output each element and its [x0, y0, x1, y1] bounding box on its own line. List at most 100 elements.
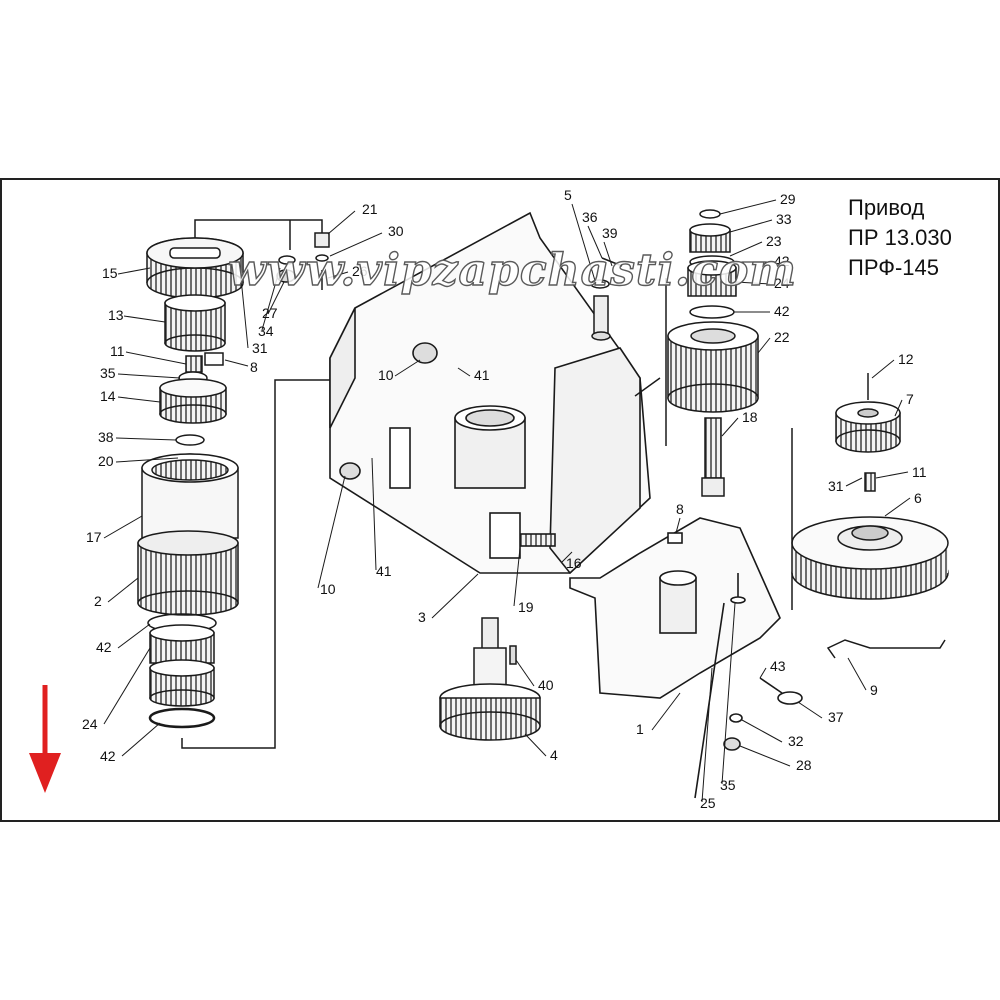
leader-line-l8b — [675, 517, 681, 534]
leader-line-l40 — [515, 659, 535, 687]
leader-line-l26 — [327, 271, 349, 279]
part-number-l8a: 8 — [250, 359, 258, 375]
part-42-ring-d — [689, 305, 735, 319]
part-11-spring — [185, 355, 203, 373]
part-number-l43: 43 — [770, 658, 786, 674]
leader-line-l36 — [587, 225, 603, 259]
part-number-l7: 7 — [906, 391, 914, 407]
part-number-l30: 30 — [388, 223, 404, 239]
part-14-bearing — [159, 378, 227, 424]
part-38-ring — [175, 434, 205, 446]
part-number-l42a: 42 — [96, 639, 112, 655]
part-number-l39: 39 — [602, 225, 618, 241]
leader-line-l18 — [721, 417, 739, 437]
part-number-l35a: 35 — [100, 365, 116, 381]
part-number-l36: 36 — [582, 209, 598, 225]
leader-line-l30 — [329, 232, 383, 257]
red-down-arrow — [29, 685, 61, 793]
lower-bracket-group — [569, 517, 803, 799]
part-number-l21: 21 — [362, 201, 378, 217]
leader-line-l28 — [739, 745, 791, 767]
part-number-l16: 16 — [566, 555, 582, 571]
part-number-l38: 38 — [98, 429, 114, 445]
part-5-pin — [591, 295, 611, 341]
leader-line-l41b — [371, 457, 377, 571]
part-number-l35b: 35 — [720, 777, 736, 793]
bracket-line-top — [194, 219, 323, 238]
part-number-l17: 17 — [86, 529, 102, 545]
baseplate-side-wall — [329, 307, 356, 429]
part-number-l23: 23 — [766, 233, 782, 249]
part-number-l6: 6 — [914, 490, 922, 506]
part-number-l10a: 10 — [378, 367, 394, 383]
part-number-l40: 40 — [538, 677, 554, 693]
part-number-l1: 1 — [636, 721, 644, 737]
center-bushing — [454, 405, 526, 489]
leader-line-l9 — [847, 657, 867, 691]
part-number-l32: 32 — [788, 733, 804, 749]
part-7-cam — [835, 401, 901, 453]
part-10-plug-side — [339, 462, 361, 480]
part-number-l3: 3 — [418, 609, 426, 625]
part-number-l18: 18 — [742, 409, 758, 425]
title-line-1: Привод — [848, 195, 925, 220]
leader-line-l27 — [267, 281, 285, 315]
part-number-l24a: 24 — [82, 716, 98, 732]
leader-line-l10a — [394, 359, 421, 377]
part-43-pin — [759, 677, 783, 694]
leader-line-l14 — [117, 396, 161, 403]
baseplate-group — [329, 211, 651, 575]
part-24-bearing-upper — [687, 260, 737, 297]
part-1-bushing — [659, 570, 697, 634]
part-number-l42d: 42 — [774, 303, 790, 319]
part-number-l26: 26 — [352, 263, 368, 279]
leader-line-l2 — [107, 577, 139, 603]
leader-line-l11a — [125, 351, 187, 365]
leader-line-l31a — [239, 267, 249, 349]
leader-line-l5 — [571, 203, 597, 285]
part-number-l31a: 31 — [252, 340, 268, 356]
part-number-l34: 34 — [258, 323, 274, 339]
part-number-l42b: 42 — [100, 748, 116, 764]
left-assembly-group — [137, 219, 496, 749]
exploded-assembly-diagram: 2130261527343113811351438201724224421041… — [0, 178, 1000, 822]
part-34-nut — [276, 269, 296, 283]
leader-line-l25 — [701, 667, 713, 803]
part-number-l11b: 11 — [912, 464, 927, 480]
part-8-key-right — [667, 532, 683, 544]
part-number-l24b: 24 — [774, 275, 790, 291]
part-35-washer-right — [730, 596, 746, 604]
part-number-l29: 29 — [780, 191, 796, 207]
leader-line-l16 — [561, 551, 573, 563]
leader-line-l32 — [741, 719, 783, 743]
part-number-l2: 2 — [94, 593, 102, 609]
leader-line-l7 — [894, 399, 903, 417]
part-30-washer — [315, 254, 329, 262]
part-number-l14: 14 — [100, 388, 116, 404]
part-27-washer — [278, 255, 296, 265]
part-number-l9: 9 — [870, 682, 878, 698]
part-18-bolt — [701, 417, 725, 497]
part-number-l27: 27 — [262, 305, 278, 321]
part-11-screw-right — [864, 472, 876, 492]
part-number-l42c: 42 — [774, 253, 790, 269]
guide-arrow-22 — [634, 377, 661, 397]
leader-line-l4 — [524, 733, 547, 757]
part-42-ring-b — [148, 707, 216, 729]
leader-line-l35b — [721, 602, 736, 785]
part-17-housing — [141, 453, 239, 539]
leader-line-l24b — [735, 281, 771, 285]
leader-line-l15 — [117, 267, 151, 275]
part-number-l20: 20 — [98, 453, 114, 469]
leader-line-l38 — [115, 437, 177, 441]
leader-line-l35a — [117, 373, 181, 379]
part-number-l31b: 31 — [828, 478, 844, 494]
part-number-l33: 33 — [776, 211, 792, 227]
leader-line-l8a — [224, 359, 249, 367]
part-33-nut — [689, 223, 731, 253]
leader-line-l42b — [121, 722, 161, 757]
part-number-l15: 15 — [102, 265, 118, 281]
leader-line-l33 — [729, 219, 773, 233]
leader-line-l19 — [513, 547, 521, 607]
